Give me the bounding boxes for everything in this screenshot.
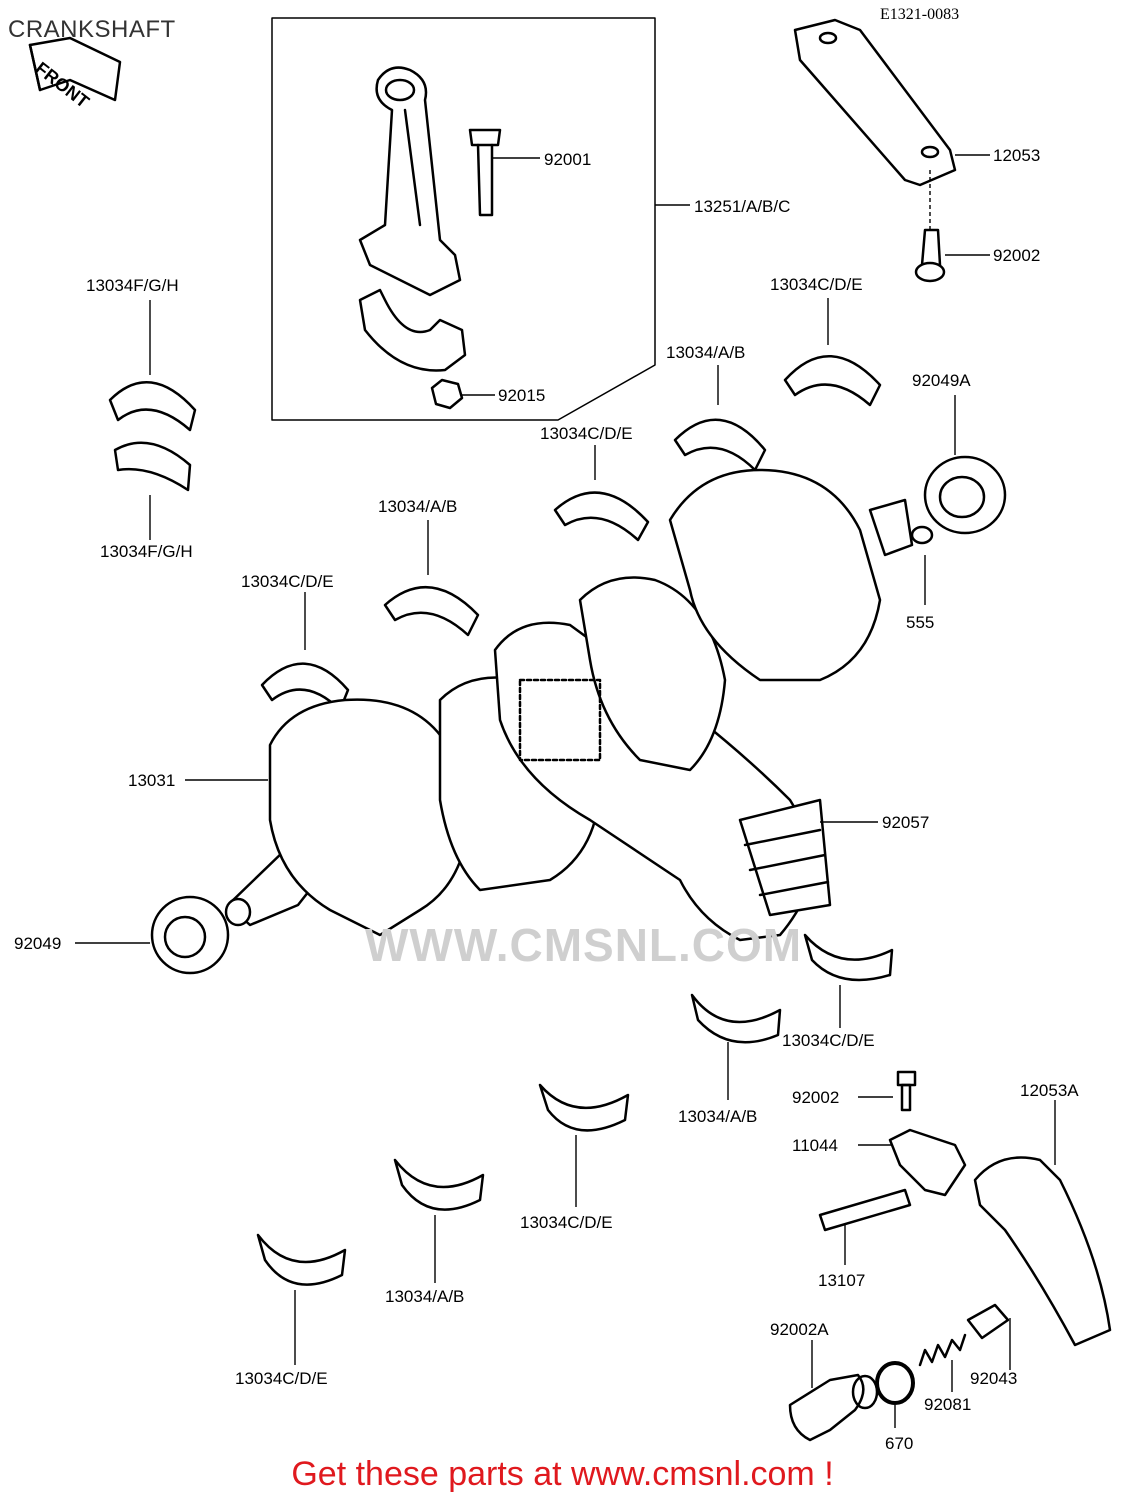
part-label[interactable]: 555 bbox=[906, 613, 935, 632]
leader-lines bbox=[75, 154, 1056, 1428]
connecting-rod bbox=[358, 66, 462, 297]
watermark: WWW.CMSNL.COM bbox=[365, 919, 803, 971]
guide-12053A bbox=[973, 1156, 1112, 1347]
rod-cap bbox=[358, 288, 467, 372]
crankshaft bbox=[224, 468, 914, 942]
oil-seal-92049 bbox=[150, 895, 230, 975]
part-label[interactable]: 13034/A/B bbox=[385, 1287, 465, 1306]
bearing-shells bbox=[108, 355, 894, 1286]
part-label[interactable]: 13034F/G/H bbox=[100, 542, 193, 561]
part-label[interactable]: 13034C/D/E bbox=[540, 424, 633, 443]
cam-chain-92057 bbox=[738, 798, 832, 917]
spring-92081 bbox=[918, 1333, 967, 1367]
part-label[interactable]: 13034/A/B bbox=[378, 497, 458, 516]
front-arrow-icon bbox=[28, 36, 122, 102]
part-label[interactable]: 12053A bbox=[1020, 1081, 1079, 1100]
part-label[interactable]: 13034/A/B bbox=[678, 1107, 758, 1126]
part-label[interactable]: 13034C/D/E bbox=[235, 1369, 328, 1388]
bolt-92002-top bbox=[914, 228, 946, 283]
part-label[interactable]: 92043 bbox=[970, 1369, 1018, 1388]
diagram-reference-code: E1321-0083 bbox=[880, 6, 960, 23]
oil-seal-92049A bbox=[923, 455, 1007, 535]
part-label[interactable]: 92081 bbox=[924, 1395, 972, 1414]
part-label[interactable]: 11044 bbox=[792, 1136, 839, 1155]
part-label[interactable]: 92049 bbox=[14, 934, 62, 953]
part-label[interactable]: 13034/A/B bbox=[666, 343, 746, 362]
bracket-12053 bbox=[793, 18, 957, 187]
part-label[interactable]: 92057 bbox=[882, 813, 930, 832]
footer-parts-link[interactable]: Get these parts at www.cmsnl.com ! bbox=[291, 1455, 834, 1493]
plunger-92043 bbox=[966, 1303, 1010, 1340]
part-label[interactable]: 92002 bbox=[792, 1088, 840, 1107]
bolt-92002-lower bbox=[896, 1070, 917, 1112]
part-label[interactable]: 92001 bbox=[544, 150, 592, 169]
holder-11044 bbox=[888, 1128, 967, 1197]
part-label[interactable]: 670 bbox=[885, 1434, 914, 1453]
part-label[interactable]: 92002 bbox=[993, 246, 1041, 265]
part-label[interactable]: 13107 bbox=[818, 1271, 866, 1290]
rod-13107 bbox=[818, 1188, 912, 1232]
dowel-pin-555 bbox=[910, 525, 934, 545]
part-label[interactable]: 13034C/D/E bbox=[241, 572, 334, 591]
part-label[interactable]: 13034F/G/H bbox=[86, 276, 179, 295]
part-label[interactable]: 92002A bbox=[770, 1320, 829, 1339]
plug-92002A bbox=[788, 1373, 879, 1442]
rod-bolt-92001 bbox=[468, 128, 502, 217]
part-label[interactable]: 12053 bbox=[993, 146, 1041, 165]
part-label[interactable]: 13034C/D/E bbox=[782, 1031, 875, 1050]
page-title: CRANKSHAFT bbox=[8, 16, 176, 43]
part-label[interactable]: 13251/A/B/C bbox=[694, 197, 791, 216]
part-label[interactable]: 92015 bbox=[498, 386, 546, 405]
rod-nut-92015 bbox=[430, 378, 464, 410]
o-ring-670 bbox=[875, 1361, 915, 1405]
part-label[interactable]: 13034C/D/E bbox=[770, 275, 863, 294]
part-label[interactable]: 92049A bbox=[912, 371, 971, 390]
part-label[interactable]: 13034C/D/E bbox=[520, 1213, 613, 1232]
conrod-assembly-box bbox=[271, 17, 656, 421]
part-label[interactable]: 13031 bbox=[128, 771, 176, 790]
